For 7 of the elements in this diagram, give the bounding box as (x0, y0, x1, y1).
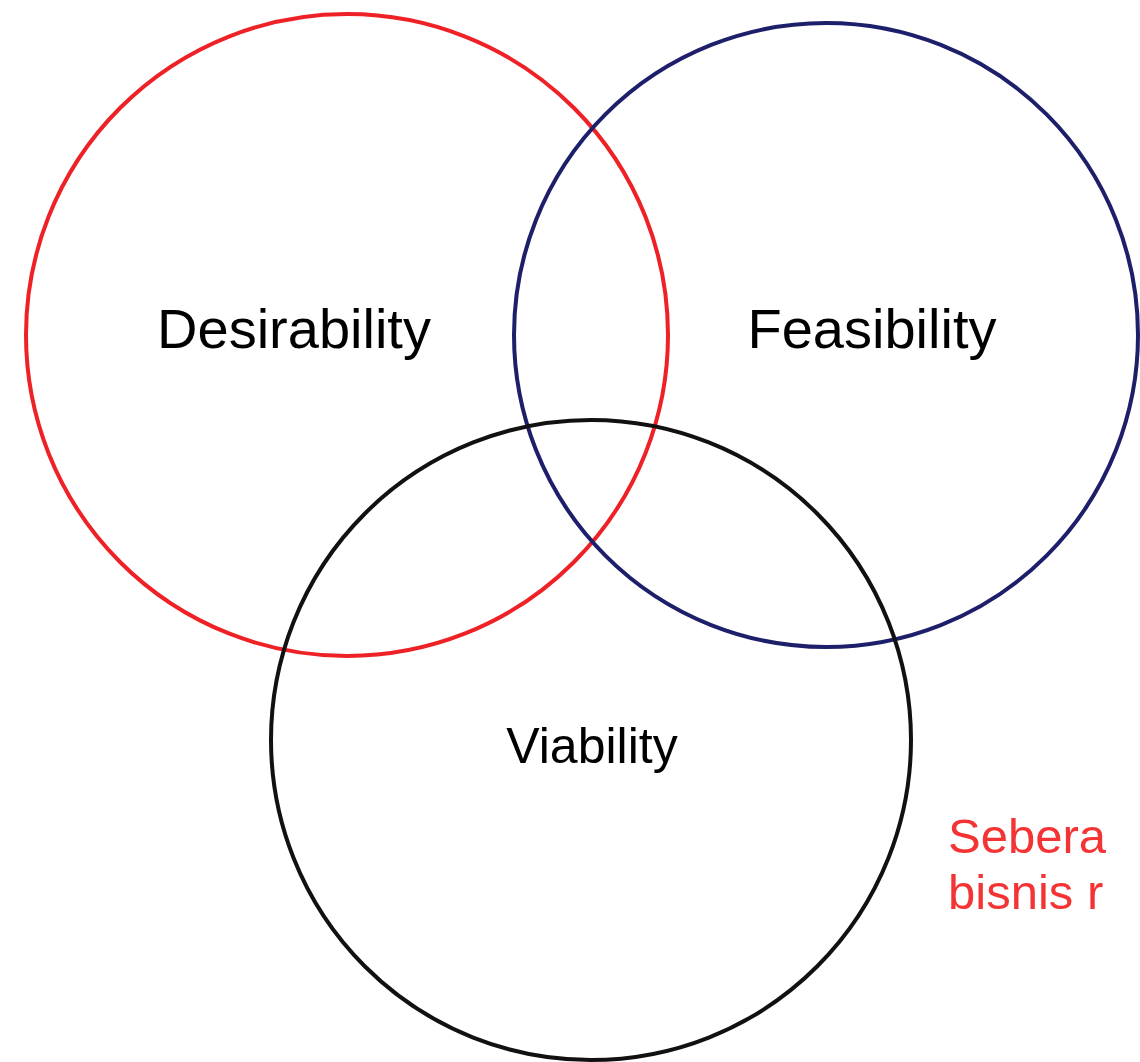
note-text: Sebera bisnis r (948, 808, 1107, 921)
venn-circle (24, 12, 670, 658)
circle-label: Feasibility (747, 298, 997, 360)
circle-label: Desirability (157, 298, 431, 360)
circle-label: Viability (506, 718, 678, 774)
venn-circle (269, 418, 913, 1062)
venn-circle (512, 21, 1140, 649)
